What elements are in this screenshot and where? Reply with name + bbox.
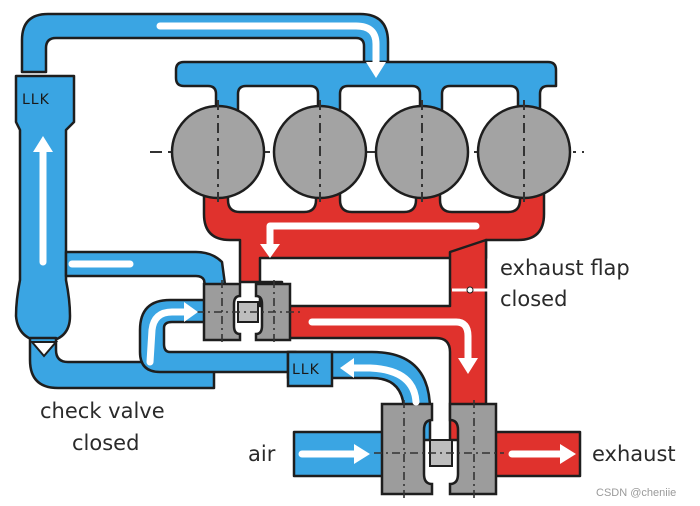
large-compressor-housing bbox=[380, 402, 434, 496]
exhaust-outlet-arrowhead bbox=[560, 444, 576, 464]
check-valve-label-line1: check valve bbox=[40, 399, 165, 423]
exhaust-flap-pivot bbox=[466, 286, 474, 294]
air-arrowhead bbox=[354, 444, 370, 464]
intercooler-lower-arrowhead bbox=[340, 358, 354, 378]
intake-manifold bbox=[174, 60, 558, 114]
exhaust-label: exhaust bbox=[592, 442, 676, 466]
intercooler-top-label: LLK bbox=[22, 92, 50, 108]
intake-top-arrowhead bbox=[366, 62, 386, 78]
air-label: air bbox=[248, 442, 276, 466]
watermark: CSDN @cheniie bbox=[596, 487, 676, 499]
exhaust-manifold bbox=[202, 186, 546, 284]
bypass-hook-arrow bbox=[146, 308, 192, 366]
large-turbocharger bbox=[374, 400, 504, 498]
flow-arrows bbox=[39, 22, 566, 458]
arrow-heads bbox=[33, 62, 576, 464]
large-turbine-housing bbox=[448, 402, 498, 496]
exhaust-downpipe-arrow bbox=[308, 318, 472, 364]
intercooler-lower-arrow bbox=[346, 364, 420, 406]
intercooler-bottom-label: LLK bbox=[292, 362, 320, 378]
exhaust-downpipe-arrowhead bbox=[458, 358, 478, 374]
exhaust-flap-label-line2: closed bbox=[500, 287, 567, 311]
check-valve-label-line2: closed bbox=[72, 431, 139, 455]
check-valve-triangle bbox=[29, 341, 59, 358]
engine-cylinders bbox=[150, 100, 584, 204]
exhaust-manifold-arrow bbox=[266, 222, 480, 250]
cylinder-3 bbox=[374, 100, 470, 204]
intercooler-up-arrowhead bbox=[33, 136, 53, 152]
cylinder-2 bbox=[272, 100, 368, 204]
cylinder-1 bbox=[170, 100, 266, 204]
small-turbocharger bbox=[196, 280, 300, 344]
exhaust-manifold-arrowhead bbox=[260, 244, 280, 258]
exhaust-flap-label-line1: exhaust flap bbox=[500, 256, 630, 280]
intake-top-arrow bbox=[156, 22, 380, 68]
bypass-hook-arrowhead bbox=[184, 302, 198, 322]
intercooler-bottom bbox=[286, 350, 334, 388]
cylinder-4 bbox=[476, 100, 572, 204]
intake-mid-pipe bbox=[64, 250, 228, 294]
